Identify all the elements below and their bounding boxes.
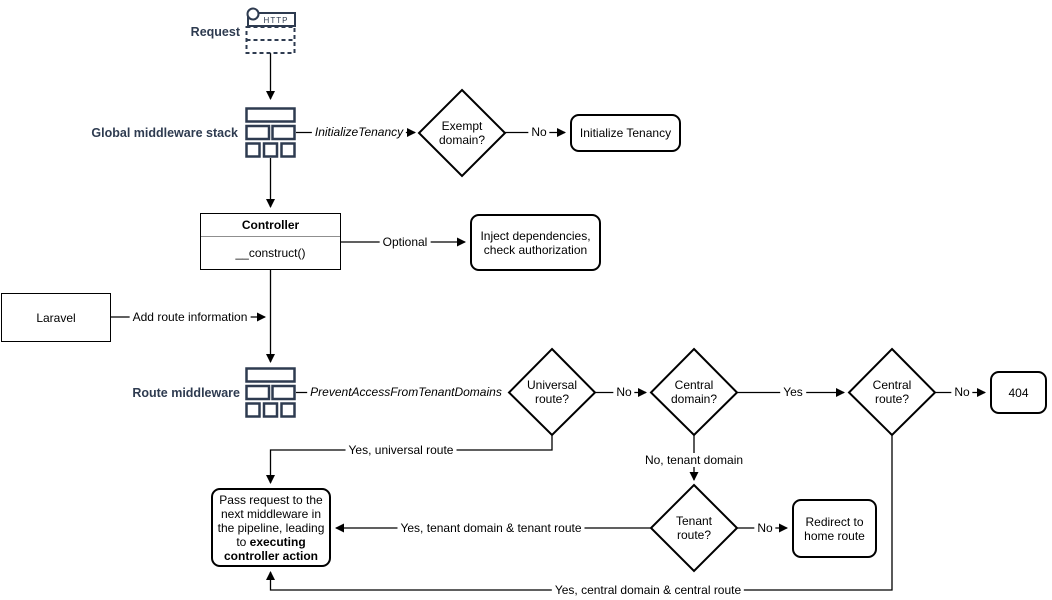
http-request-icon: HTTP bbox=[245, 7, 296, 54]
edge-label-central-domain-yes: Yes bbox=[780, 385, 806, 399]
404-node: 404 bbox=[990, 371, 1047, 414]
http-icon-label: HTTP bbox=[264, 16, 289, 25]
404-label: 404 bbox=[1008, 385, 1029, 400]
request-label: Request bbox=[190, 25, 240, 39]
laravel-node: Laravel bbox=[1, 293, 111, 342]
decision-universal-route bbox=[507, 347, 597, 437]
central-route-label: Central route? bbox=[872, 378, 912, 406]
edge-label-central-domain-no: No, tenant domain bbox=[641, 453, 747, 467]
edge-label-exempt-no: No bbox=[528, 125, 550, 139]
laravel-node-label: Laravel bbox=[36, 310, 76, 325]
initialize-tenancy-label: Initialize Tenancy bbox=[579, 126, 672, 140]
edge-label-prevent-access: PreventAccessFromTenantDomains bbox=[307, 385, 505, 399]
decision-tenant-route bbox=[649, 483, 739, 573]
edge-label-optional: Optional bbox=[379, 235, 431, 249]
tenant-route-label: Tenant route? bbox=[675, 514, 713, 542]
middleware-stack-icon bbox=[245, 367, 296, 418]
middleware-stack-icon bbox=[245, 107, 296, 158]
edge-label-universal-no: No bbox=[613, 385, 635, 399]
route-middleware-label: Route middleware bbox=[132, 386, 240, 400]
redirect-home-label: Redirect to home route bbox=[804, 514, 865, 543]
pass-request-label-bold: executing controller action bbox=[223, 534, 318, 563]
edge-label-universal-yes: Yes, universal route bbox=[345, 443, 457, 457]
edge-label-tenant-no: No bbox=[754, 521, 776, 535]
redirect-home-node: Redirect to home route bbox=[792, 499, 877, 558]
inject-dependencies-node: Inject dependencies, check authorization bbox=[470, 214, 601, 271]
controller-node-title: Controller bbox=[201, 214, 340, 237]
edge-label-initialize-tenancy: InitializeTenancy bbox=[311, 125, 407, 139]
inject-dependencies-label: Inject dependencies, check authorization bbox=[480, 228, 591, 257]
pass-request-node: Pass request to the next middleware in t… bbox=[211, 488, 331, 567]
global-middleware-stack-label: Global middleware stack bbox=[91, 126, 238, 140]
edge-label-central-route-yes: Yes, central domain & central route bbox=[551, 583, 745, 597]
edge-label-tenant-yes: Yes, tenant domain & tenant route bbox=[397, 521, 585, 535]
pass-request-label: Pass request to the next middleware in t… bbox=[217, 492, 325, 563]
controller-node-member: __construct() bbox=[235, 246, 306, 260]
universal-route-label: Universal route? bbox=[526, 378, 577, 406]
decision-central-domain bbox=[649, 347, 739, 437]
controller-node: Controller __construct() bbox=[200, 213, 341, 270]
edge-label-central-route-no: No bbox=[951, 385, 973, 399]
initialize-tenancy-node: Initialize Tenancy bbox=[570, 114, 681, 152]
decision-central-route bbox=[847, 347, 937, 437]
edge-label-add-route-information: Add route information bbox=[129, 310, 251, 324]
exempt-domain-label: Exempt domain? bbox=[438, 119, 486, 147]
central-domain-label: Central domain? bbox=[670, 378, 718, 406]
decision-exempt-domain bbox=[417, 88, 507, 178]
